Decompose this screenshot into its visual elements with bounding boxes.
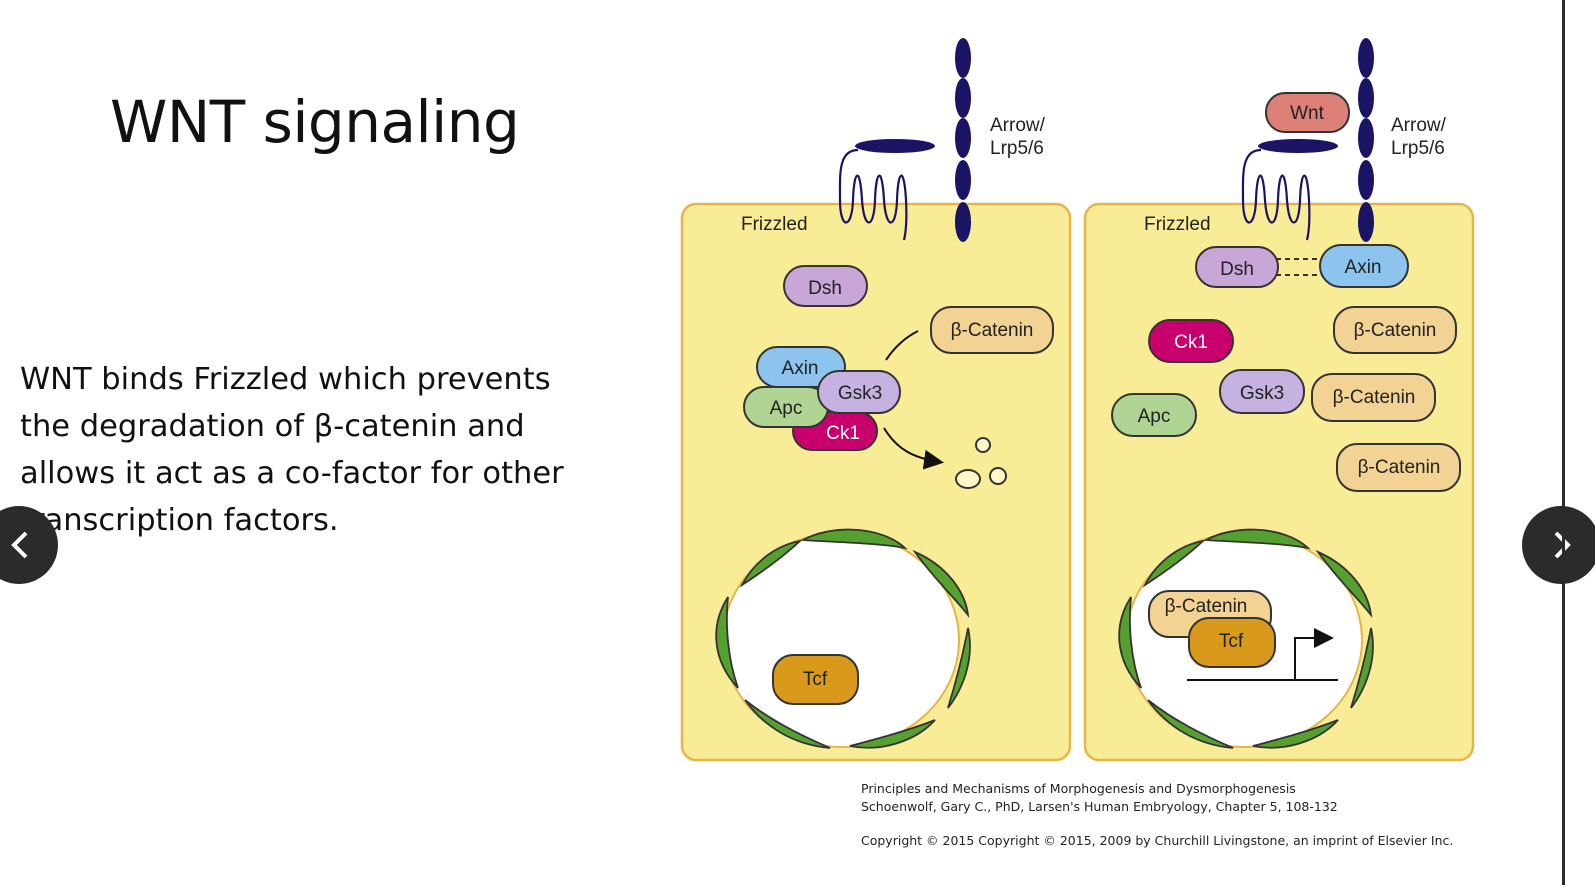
gsk3-left <box>817 370 901 414</box>
dsh-label-left: Dsh <box>808 278 842 299</box>
apc-label-left: Apc <box>770 398 803 419</box>
tcf-left <box>772 654 859 705</box>
nuclear-catenin-label: β-Catenin <box>1165 596 1248 617</box>
gsk3-label-right: Gsk3 <box>1240 383 1284 404</box>
scrollbar-edge <box>1562 0 1565 885</box>
tcf-label-right: Tcf <box>1219 631 1244 652</box>
lrp-receptor-left <box>955 38 971 242</box>
body-line: transcription factors. <box>20 503 339 538</box>
receptor-label-left-2: Lrp5/6 <box>990 138 1044 159</box>
apc-label-right: Apc <box>1138 406 1171 427</box>
catenin-label-right-3: β-Catenin <box>1358 457 1441 478</box>
frizzled-label-right: Frizzled <box>1144 214 1211 235</box>
frizzled-receptor-right <box>1241 139 1338 241</box>
axin-label-right: Axin <box>1345 257 1382 278</box>
citation-source: Schoenwolf, Gary C., PhD, Larsen's Human… <box>861 799 1338 814</box>
left-panel: Arrow/ Lrp5/6 Frizzled Dsh Ck1 Axin Apc … <box>680 38 1072 762</box>
body-line: allows it act as a co-factor for other <box>20 456 564 491</box>
receptor-label-right-2: Lrp5/6 <box>1391 138 1445 159</box>
lrp-receptor-right <box>1358 38 1374 242</box>
dsh-left <box>783 265 868 307</box>
degraded-fragments <box>955 437 1007 489</box>
axin-right <box>1319 244 1409 288</box>
receptor-label-right-1: Arrow/ <box>1391 115 1447 136</box>
tcf-label-left: Tcf <box>803 669 828 690</box>
transcription-start-arrow <box>1294 628 1334 680</box>
catenin-label-right-1: β-Catenin <box>1354 320 1437 341</box>
catenin-right-2 <box>1311 373 1436 422</box>
degradation-arrow <box>883 427 944 470</box>
tcf-right <box>1188 617 1276 668</box>
ck1-label-left: Ck1 <box>826 423 860 444</box>
chevron-left-icon <box>11 531 28 559</box>
dsh-right <box>1195 246 1279 288</box>
copyright-notice: Copyright © 2015 Copyright © 2015, 2009 … <box>861 833 1454 848</box>
binding-line <box>885 330 919 361</box>
apc-right <box>1111 393 1197 437</box>
ck1-right <box>1148 319 1234 363</box>
right-panel: Wnt Arrow/ Lrp5/6 Frizzled Dsh Axin Ck1 <box>1083 38 1475 762</box>
body-line: WNT binds Frizzled which prevents <box>20 362 551 397</box>
dsh-axin-link <box>1276 258 1323 276</box>
body-line: the degradation of β-catenin and <box>20 409 525 444</box>
gsk3-label-left: Gsk3 <box>838 383 882 404</box>
ck1-label-right: Ck1 <box>1174 332 1208 353</box>
wnt-ligand <box>1265 92 1350 133</box>
chevron-right-icon <box>1554 531 1571 559</box>
receptor-label-left-1: Arrow/ <box>990 115 1046 136</box>
citation-title: Principles and Mechanisms of Morphogenes… <box>861 781 1296 796</box>
slide-body: WNT binds Frizzled which prevents the de… <box>20 356 620 544</box>
frizzled-label-left: Frizzled <box>741 214 808 235</box>
catenin-label-left: β-Catenin <box>951 320 1034 341</box>
next-slide-button[interactable] <box>1522 506 1595 584</box>
catenin-right-3 <box>1336 443 1461 492</box>
wnt-label: Wnt <box>1290 103 1325 124</box>
catenin-label-right-2: β-Catenin <box>1333 387 1416 408</box>
frizzled-receptor-left <box>838 139 935 241</box>
axin-label-left: Axin <box>782 358 819 379</box>
previous-slide-button[interactable] <box>0 506 58 584</box>
slide-title: WNT signaling <box>110 88 520 156</box>
dsh-label-right: Dsh <box>1220 259 1254 280</box>
catenin-left <box>930 306 1054 354</box>
gsk3-right <box>1219 369 1305 414</box>
catenin-right-1 <box>1333 306 1457 354</box>
